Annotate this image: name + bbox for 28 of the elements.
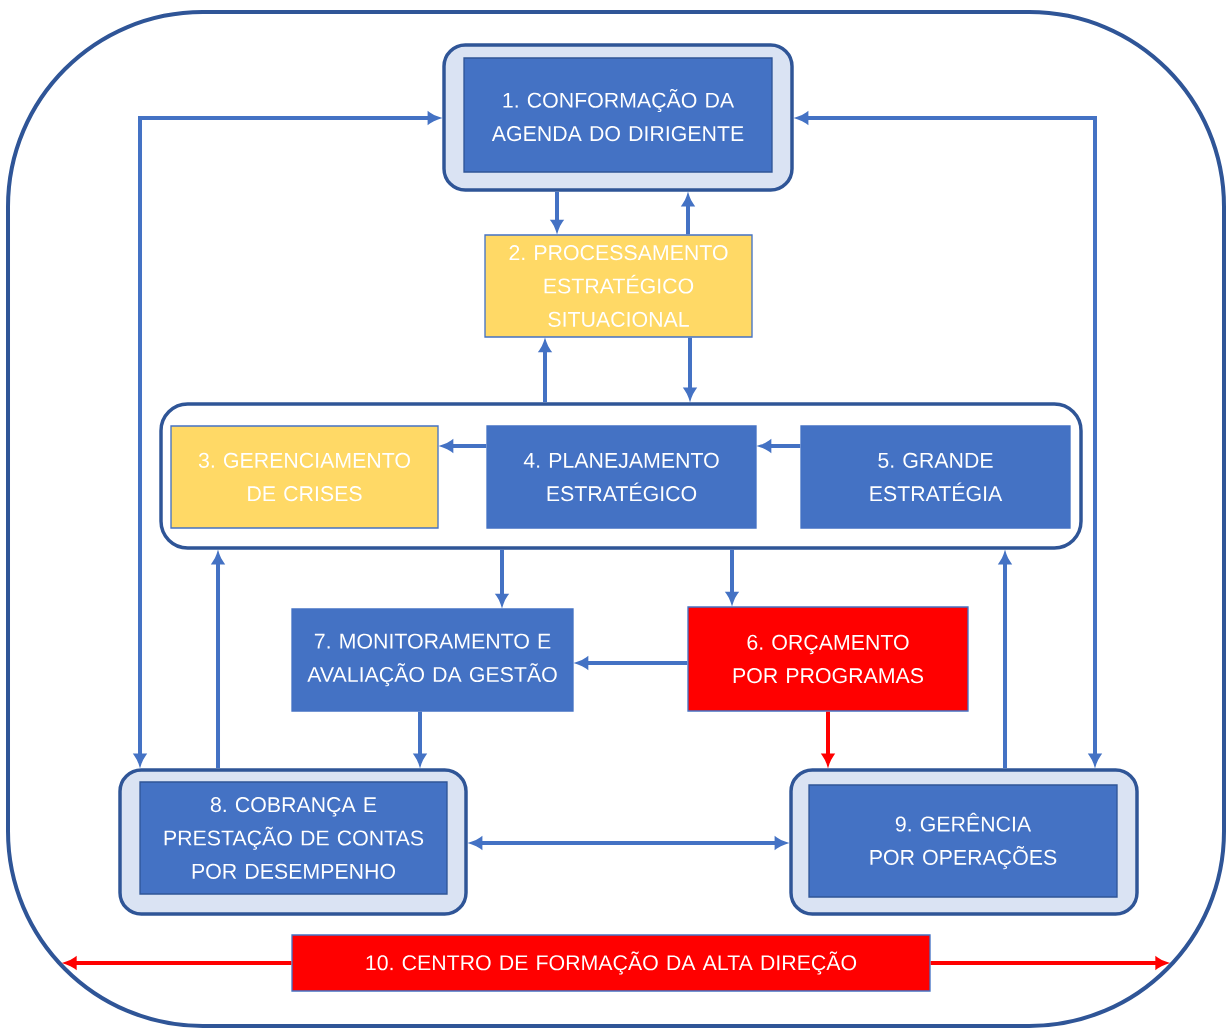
arrow xyxy=(551,191,563,232)
process-box: 4. PLANEJAMENTO ESTRATÉGICO xyxy=(486,425,757,529)
arrow xyxy=(684,337,696,400)
arrow xyxy=(796,112,1101,766)
arrow xyxy=(999,552,1011,769)
arrow xyxy=(65,957,292,969)
arrow xyxy=(496,549,508,606)
arrow xyxy=(134,112,440,766)
arrow xyxy=(682,194,694,235)
process-box: 6. ORÇAMENTO POR PROGRAMAS xyxy=(687,606,969,712)
process-box: 2. PROCESSAMENTO ESTRATÉGICO SITUACIONAL xyxy=(484,234,753,338)
arrow xyxy=(576,657,688,669)
arrow xyxy=(539,340,551,403)
arrow xyxy=(470,837,787,849)
arrow xyxy=(441,440,487,452)
arrow xyxy=(759,440,801,452)
process-box: 8. COBRANÇA E PRESTAÇÃO DE CONTAS POR DESEMPENHO xyxy=(118,768,468,916)
arrow xyxy=(822,711,834,766)
arrow xyxy=(930,957,1167,969)
process-box: 5. GRANDE ESTRATÉGIA xyxy=(800,425,1071,529)
process-box: 3. GERENCIAMENTO DE CRISES xyxy=(170,425,439,529)
process-box: 9. GERÊNCIA POR OPERAÇÕES xyxy=(789,768,1139,916)
arrow xyxy=(726,549,738,604)
process-box: 1. CONFORMAÇÃO DA AGENDA DO DIRIGENTE xyxy=(442,43,794,192)
arrow xyxy=(414,711,426,766)
process-box: 10. CENTRO DE FORMAÇÃO DA ALTA DIREÇÃO xyxy=(291,934,931,992)
process-box: 7. MONITORAMENTO E AVALIAÇÃO DA GESTÃO xyxy=(291,608,574,712)
arrow xyxy=(212,552,224,769)
